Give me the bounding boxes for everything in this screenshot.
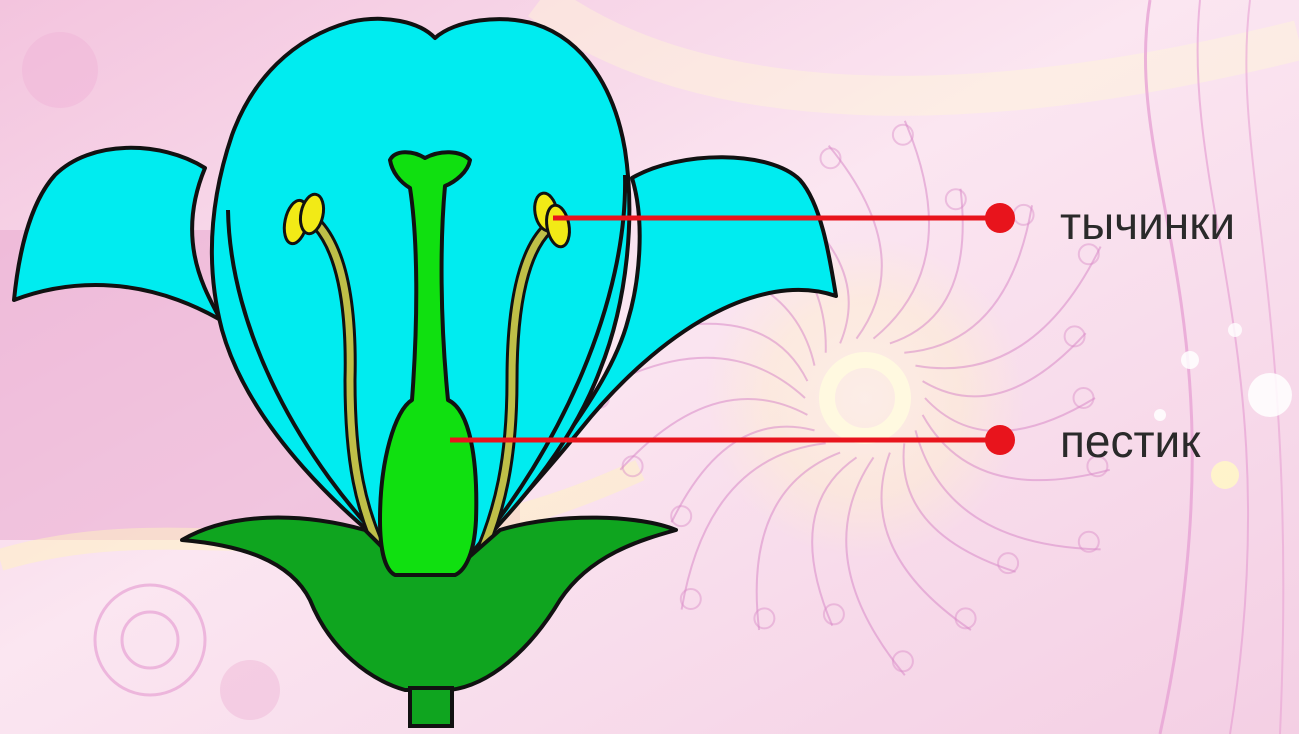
stamens-label: тычинки: [1060, 200, 1235, 246]
stem: [410, 688, 452, 726]
pistil-label: пестик: [1060, 418, 1200, 464]
